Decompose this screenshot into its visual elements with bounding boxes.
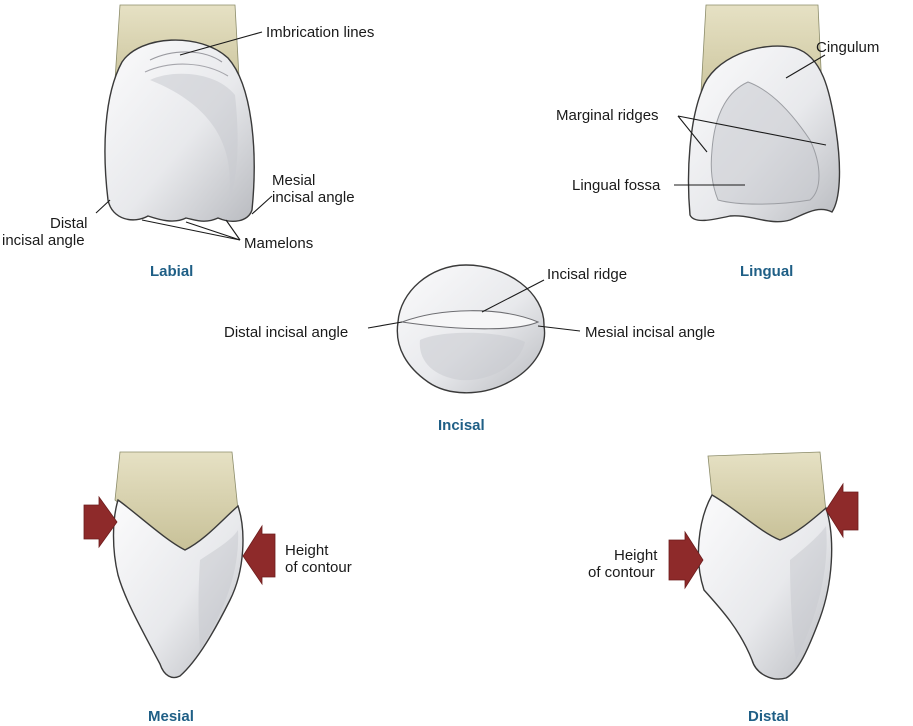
label-height-of-contour-distal-1: Height (614, 547, 658, 564)
label-height-of-contour-distal-2: of contour (588, 564, 655, 581)
label-incisal-ridge: Incisal ridge (547, 266, 627, 283)
arrow-mesial-labial (83, 495, 118, 549)
leader-distal-incisal-angle-incisal (367, 321, 403, 329)
leader-incisal-ridge (481, 279, 545, 313)
label-mesial-incisal-angle-2: incisal angle (272, 189, 355, 206)
leader-distal-incisal-angle-labial (95, 199, 111, 214)
label-cingulum: Cingulum (816, 39, 879, 56)
view-label-labial: Labial (150, 263, 193, 280)
arrow-mesial-lingual (242, 524, 276, 586)
arrow-distal-lingual (668, 530, 704, 590)
label-distal-incisal-angle-2: incisal angle (2, 232, 85, 249)
labial-tooth (104, 4, 255, 222)
label-distal-incisal-angle-1: Distal (50, 215, 88, 232)
label-height-of-contour-mesial-1: Height (285, 542, 329, 559)
label-marginal-ridges: Marginal ridges (556, 107, 659, 124)
label-height-of-contour-mesial-2: of contour (285, 559, 352, 576)
label-mesial-incisal-angle-1: Mesial (272, 172, 315, 189)
leader-cingulum (785, 54, 826, 79)
view-label-distal: Distal (748, 708, 789, 725)
leader-imbrication (179, 31, 263, 56)
mesial-tooth (112, 451, 244, 679)
leader-mesial-incisal-angle-labial (251, 195, 273, 215)
view-label-incisal: Incisal (438, 417, 485, 434)
label-imbrication-lines: Imbrication lines (266, 24, 374, 41)
view-label-lingual: Lingual (740, 263, 793, 280)
label-mamelons: Mamelons (244, 235, 313, 252)
leader-marginal-ridges (677, 115, 827, 153)
lingual-tooth (687, 4, 841, 223)
distal-tooth (697, 451, 833, 680)
view-label-mesial: Mesial (148, 708, 194, 725)
arrow-distal-labial (825, 482, 859, 539)
label-mesial-incisal-angle-incisal: Mesial incisal angle (585, 324, 715, 341)
label-distal-incisal-angle-incisal: Distal incisal angle (224, 324, 348, 341)
incisal-tooth (396, 264, 546, 394)
leader-mamelons (141, 219, 241, 241)
label-lingual-fossa: Lingual fossa (572, 177, 661, 194)
leader-mesial-incisal-angle-incisal (537, 325, 581, 332)
